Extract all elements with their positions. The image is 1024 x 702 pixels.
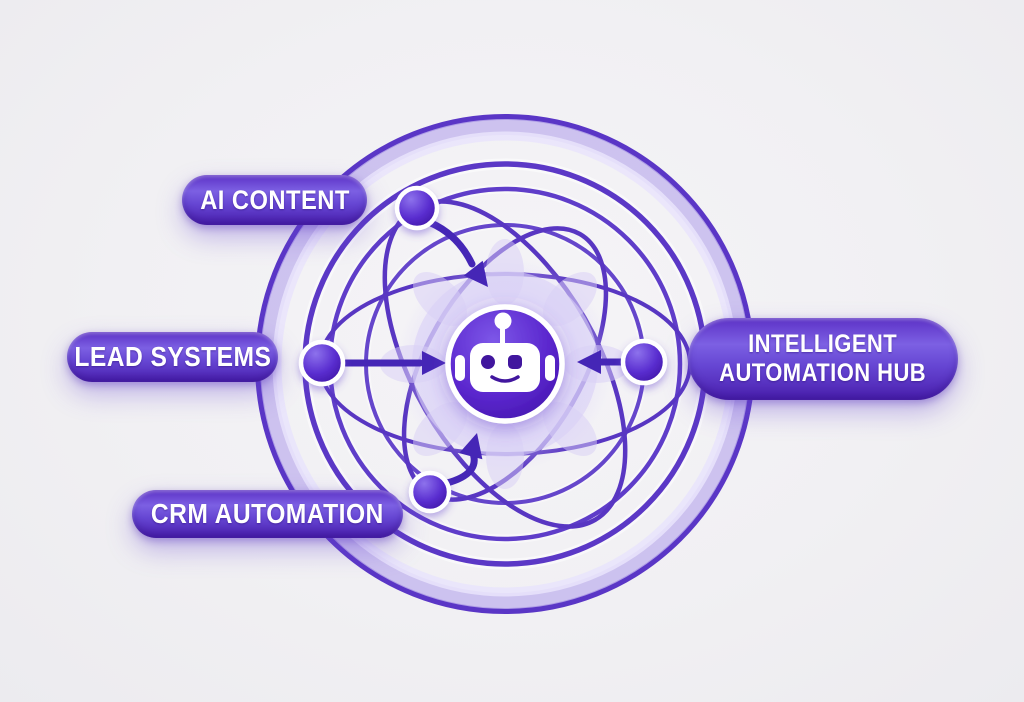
central-hub xyxy=(445,304,565,424)
robot-mouth xyxy=(490,375,520,383)
robot-antenna-ball xyxy=(494,312,512,330)
intelligent-automation-hub-badge: INTELLIGENT AUTOMATION HUB xyxy=(688,318,958,400)
arrow-bottom-to-hub xyxy=(443,433,483,487)
arrow-right-to-hub xyxy=(577,350,626,374)
orbit-node-left xyxy=(298,339,346,387)
orbit-node-bottom xyxy=(408,470,452,514)
crm-automation-badge: CRM AUTOMATION xyxy=(132,490,403,538)
ai-content-badge: AI CONTENT xyxy=(182,175,367,225)
hub-label-line2: AUTOMATION HUB xyxy=(719,359,927,387)
orbit-node-right xyxy=(620,338,668,386)
robot-head xyxy=(470,343,540,392)
robot-icon xyxy=(455,312,555,392)
lead-systems-badge: LEAD SYSTEMS xyxy=(67,332,278,382)
intelligent-automation-hub-label: INTELLIGENT AUTOMATION HUB xyxy=(719,330,926,388)
inward-arrows xyxy=(342,219,626,487)
robot-eye-left xyxy=(481,355,495,369)
arrow-top-to-hub xyxy=(427,219,488,287)
robot-ear-right xyxy=(545,355,555,381)
ai-content-label: AI CONTENT xyxy=(199,184,350,215)
orbit-node-group xyxy=(298,185,668,514)
robot-ear-left xyxy=(455,355,465,381)
lead-systems-label: LEAD SYSTEMS xyxy=(74,341,271,372)
crm-automation-label: CRM AUTOMATION xyxy=(151,498,384,529)
hub-label-line1: INTELLIGENT xyxy=(748,330,898,358)
arrow-left-to-hub xyxy=(342,351,446,375)
robot-antenna-stem xyxy=(500,327,505,347)
orbit-node-top xyxy=(394,185,440,231)
robot-eye-right xyxy=(508,355,522,369)
